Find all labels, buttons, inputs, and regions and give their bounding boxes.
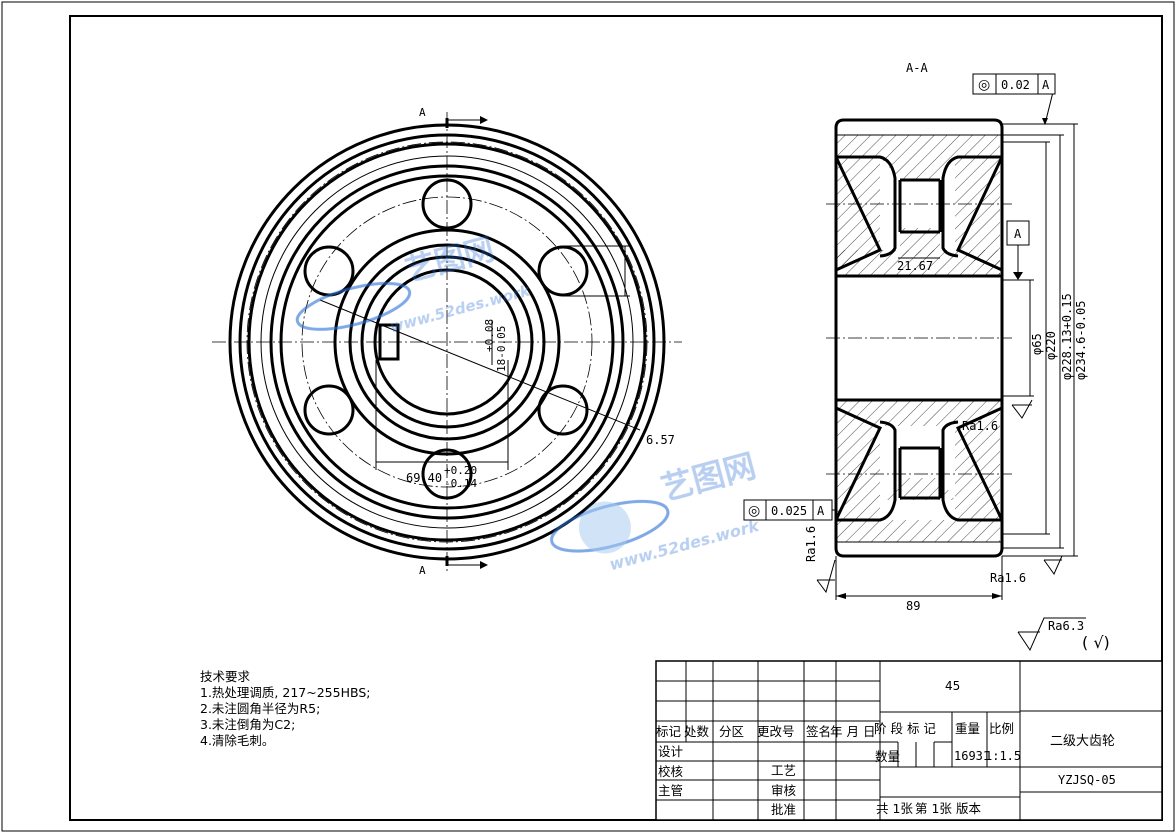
header-mark: 标记 [656, 724, 682, 739]
hub-dia-dim: φ220 [1044, 331, 1058, 360]
roughness-label-3: Ra1.6 [990, 571, 1026, 585]
svg-text:艺图网: 艺图网 [657, 446, 760, 508]
sheet-no: 第 1张 [915, 801, 952, 816]
material-value: 45 [945, 679, 960, 693]
key-width-dim-a: +0.08 [483, 319, 496, 352]
cut-label-bottom: A [419, 564, 426, 577]
key-width-dim-b: 18-0.05 [495, 326, 508, 372]
header-date: 年 月 日 [830, 724, 875, 739]
cut-label-top: A [419, 106, 426, 119]
datum-label: A [1014, 227, 1022, 241]
roughness-general: Ra6.3 [1048, 619, 1084, 633]
header-zone: 分区 [719, 724, 744, 739]
keyway-tol-upper: +0.20 [444, 464, 477, 477]
drawing-number: YZJSQ-05 [1058, 773, 1116, 787]
concentricity-icon: ◎ [748, 503, 760, 519]
roughness-symbols [816, 399, 1086, 652]
inner-frame [69, 15, 1163, 821]
row-label-manager: 主管 [658, 783, 683, 798]
scale-label: 比例 [989, 721, 1014, 736]
tip-dia-dim-b: φ234.6-0.05 [1074, 301, 1088, 380]
section-view [826, 83, 1078, 600]
header-count: 处数 [684, 724, 710, 739]
mid-label-process: 工艺 [771, 763, 796, 778]
row-label-design: 设计 [658, 744, 683, 759]
svg-text:0.02: 0.02 [1001, 78, 1030, 92]
requirement-item: 4.清除毛刺。 [200, 733, 275, 748]
keyway-tol-lower: -0.14 [444, 477, 477, 490]
face-width-dim: 89 [906, 599, 920, 613]
concentricity-icon: ◎ [978, 77, 990, 93]
requirement-item: 2.未注圆角半径为R5; [200, 701, 321, 716]
row-label-check: 校核 [658, 764, 684, 779]
stage-label: 阶 段 标 记 [874, 721, 936, 736]
svg-text:0.025: 0.025 [771, 504, 807, 518]
mid-label-review: 审核 [771, 783, 797, 798]
sheet-total: 共 1张 [876, 801, 913, 816]
tolerance-frame-2: ◎ 0.025 A [743, 499, 836, 521]
hub-width-dim: 21.67 [897, 259, 933, 273]
requirement-item: 1.热处理调质, 217~255HBS; [200, 685, 371, 700]
tip-dia-dim-a: φ228.13+0.15 [1060, 293, 1074, 380]
quantity-label: 数量 [875, 749, 900, 764]
pitch-dim: 6.57 [646, 433, 675, 447]
scale-value: 1:1.5 [985, 749, 1021, 763]
version-label: 版本 [956, 801, 982, 816]
roughness-label-1: Ra1.6 [962, 419, 998, 433]
svg-text:A: A [817, 504, 825, 518]
weight-label: 重量 [955, 721, 980, 736]
front-view [212, 112, 682, 572]
roughness-label-2: Ra1.6 [804, 526, 818, 562]
svg-text:A: A [1042, 78, 1050, 92]
weight-value: 16931 [954, 749, 990, 763]
keyway-depth-dim: 69.40 [406, 471, 442, 485]
mid-label-approve: 批准 [771, 802, 796, 817]
requirements-title: 技术要求 [200, 669, 251, 684]
tolerance-frame-1: ◎ 0.02 A [972, 73, 1056, 95]
header-signature: 签名 [806, 724, 831, 739]
title-block [655, 660, 1163, 821]
roughness-suffix: ( √) [1082, 633, 1110, 652]
requirement-item: 3.未注倒角为C2; [200, 717, 296, 732]
section-label: A-A [906, 61, 928, 75]
part-name: 二级大齿轮 [1050, 734, 1115, 749]
technical-requirements: 技术要求 1.热处理调质, 217~255HBS; 2.未注圆角半径为R5; 3… [200, 669, 370, 749]
bore-dia-dim: φ65 [1030, 333, 1044, 355]
header-change-no: 更改号 [757, 724, 795, 739]
